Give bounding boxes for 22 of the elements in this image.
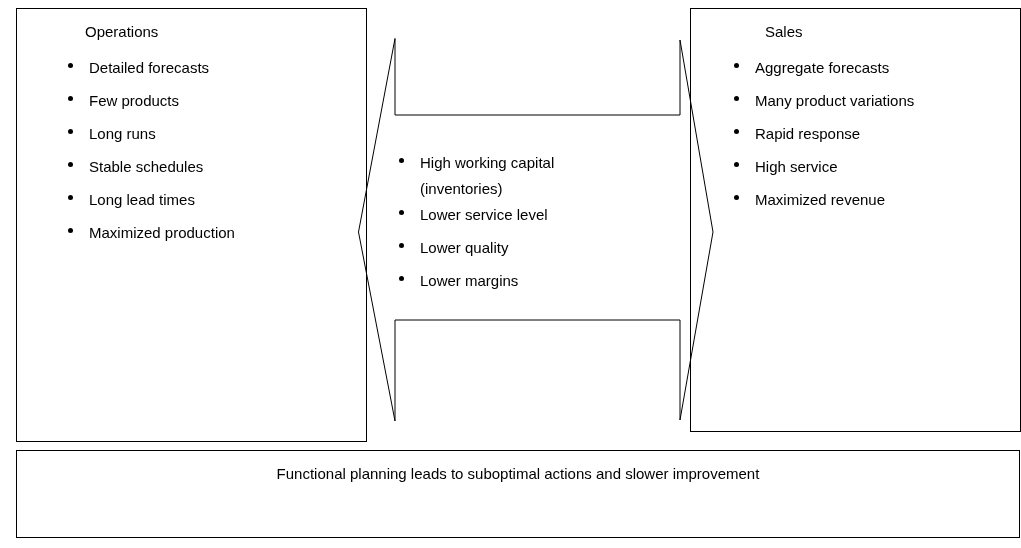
bullet-text: Detailed forecasts [89, 58, 211, 78]
bullet-text: Few products [89, 91, 181, 111]
bullet-text: Maximized production [89, 223, 236, 243]
box-heading: Sales [765, 22, 803, 42]
bullet-text: High service [755, 157, 839, 177]
sales-box [690, 8, 1021, 432]
bullet-text: Lower quality [420, 238, 510, 258]
bullet-text: Stable schedules [89, 157, 205, 177]
bullet-text: Lower margins [420, 271, 520, 291]
bullet-text: Long runs [89, 124, 157, 144]
bullet-text: Aggregate forecasts [755, 58, 891, 78]
bullet-text: Long lead times [89, 190, 196, 210]
box-heading: Operations [85, 22, 159, 42]
double-arrow-shape [358, 38, 714, 422]
bullet-text: Maximized revenue [755, 190, 887, 210]
bullet-text: Many product variations [755, 91, 916, 111]
summary-text: Functional planning leads to suboptimal actions and slower improvement [276, 464, 760, 484]
bullet-text: Rapid response [755, 124, 862, 144]
summary-box [16, 450, 1020, 538]
bullet-text: Lower service level [420, 205, 549, 225]
operations-box [16, 8, 367, 442]
bullet-text: High working capital (inventories) [420, 153, 556, 199]
